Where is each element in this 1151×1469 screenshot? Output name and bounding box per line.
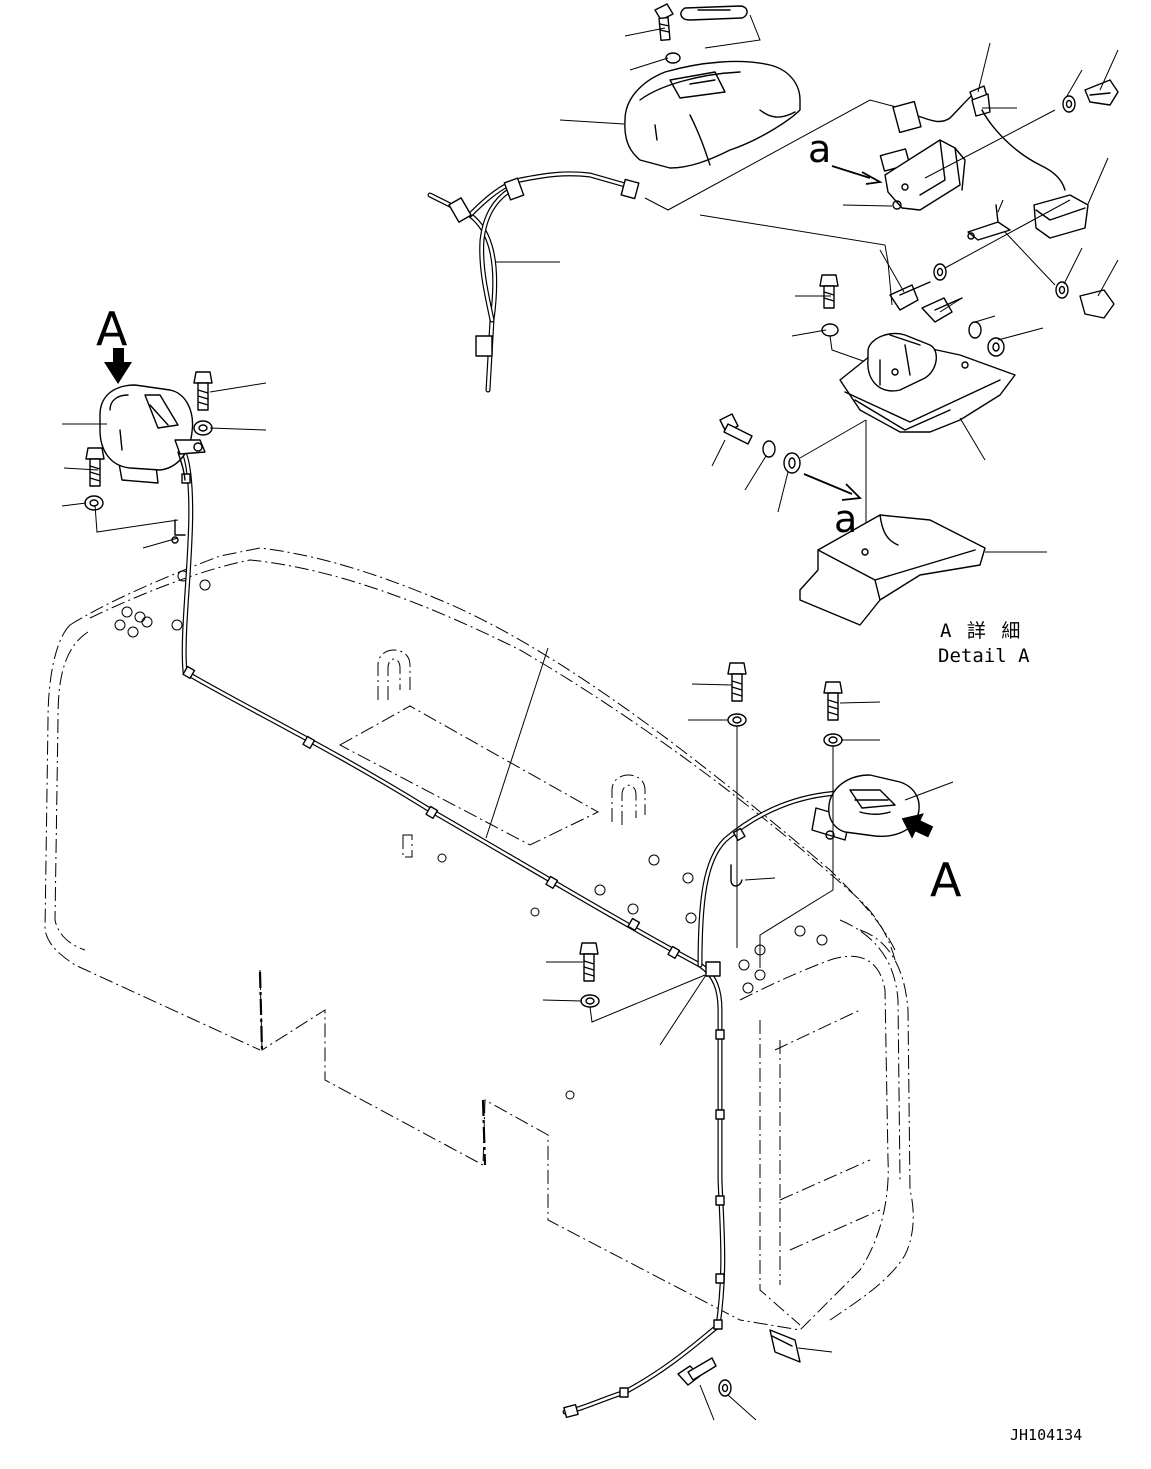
left-work-lamp — [100, 385, 205, 543]
section-marker-detail: a — [834, 497, 857, 541]
view-marker-right: A — [930, 853, 962, 907]
detail-a — [700, 166, 1015, 625]
detail-caption-en: Detail A — [938, 645, 1030, 667]
detail-caption-jp: A 詳 細 — [940, 620, 1022, 642]
section-marker-top: a — [808, 127, 831, 171]
top-right-bolts — [890, 80, 1118, 318]
cab-body-outline — [45, 548, 913, 1330]
view-marker-left: A — [96, 302, 128, 356]
body-nuts — [115, 571, 827, 1099]
drawing-id: JH104134 — [1010, 1426, 1082, 1444]
bottom-bracket — [678, 1330, 800, 1396]
leader-lines — [62, 28, 1118, 1420]
lamp-cover — [625, 4, 800, 168]
right-work-lamp — [812, 775, 919, 840]
right-bolts — [580, 663, 842, 1022]
harness-branch — [430, 100, 900, 390]
view-arrow-right — [901, 813, 934, 839]
main-wiring-harness — [182, 455, 840, 1417]
left-bolts — [85, 372, 212, 630]
view-arrow-left — [104, 348, 132, 384]
lamp-bracket — [880, 86, 1088, 240]
